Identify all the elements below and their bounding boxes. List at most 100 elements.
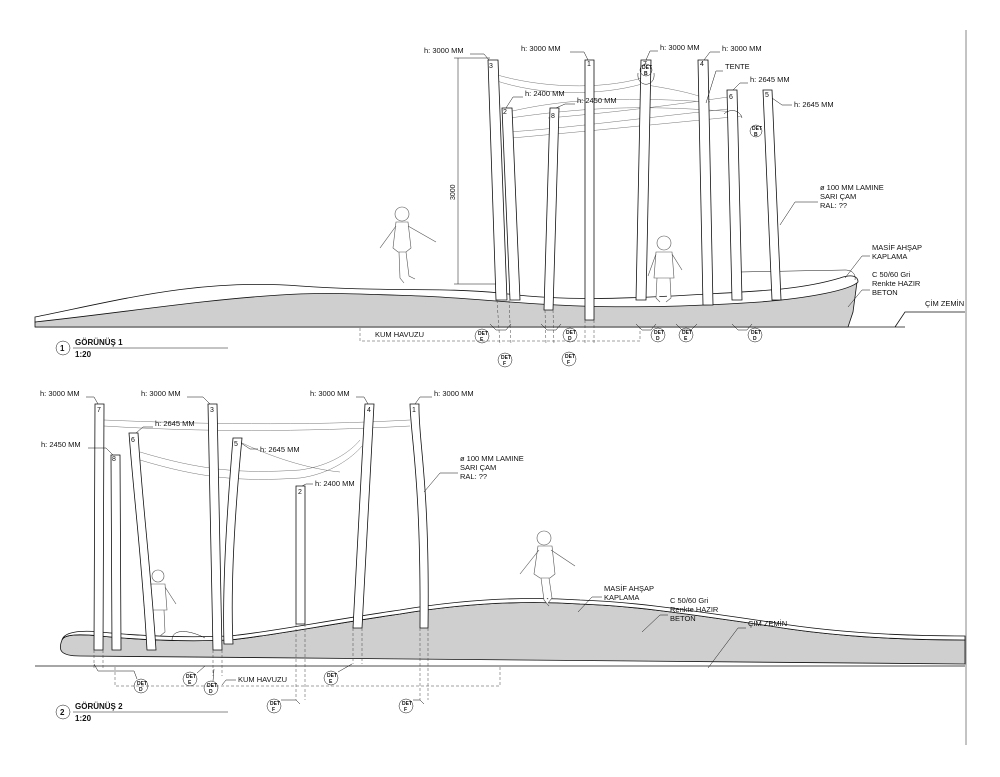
- svg-text:BETON: BETON: [872, 288, 898, 297]
- svg-text:DET: DET: [137, 681, 147, 687]
- height-leader-1-p6: [732, 82, 748, 91]
- pole-number-1-p5: 5: [765, 92, 769, 99]
- beton-note-2: C 50/60 Gri Renkte HAZIR BETON: [641, 596, 719, 633]
- grass-note-1: ÇİM ZEMİN: [925, 299, 964, 308]
- svg-text:SARI ÇAM: SARI ÇAM: [460, 463, 496, 472]
- masif-note-2: MASİF AHŞAP KAPLAMA: [577, 584, 654, 613]
- detail-callout-1-b1: DET B: [637, 63, 655, 85]
- detail-callout-1-d2: DET D: [635, 323, 666, 343]
- svg-text:F: F: [503, 361, 506, 367]
- lamine-note-1: ø 100 MM LAMINE SARI ÇAM RAL: ??: [779, 183, 884, 226]
- child-figure-1a: [379, 206, 437, 284]
- svg-text:Renkte HAZIR: Renkte HAZIR: [670, 605, 719, 614]
- view-1-elevation: 3 1 7 4 2 8 6 5 h: 3000 MM h: 3000 MM h:…: [34, 43, 965, 368]
- sand-pit-leader-2: [221, 679, 236, 686]
- grass-note-2: ÇİM ZEMİN: [707, 619, 787, 669]
- svg-text:2: 2: [60, 708, 65, 717]
- sand-pit-note-1: KUM HAVUZU: [375, 330, 424, 339]
- svg-text:1:20: 1:20: [75, 350, 92, 359]
- height-leader-2-p2: [301, 483, 313, 487]
- svg-text:Renkte HAZIR: Renkte HAZIR: [872, 279, 921, 288]
- height-leader-2-p7: [86, 396, 99, 405]
- sand-pit-hidden-1: [359, 328, 641, 342]
- svg-text:C 50/60 Gri: C 50/60 Gri: [872, 270, 911, 279]
- height-label-2-p8: h: 2450 MM: [41, 440, 81, 449]
- height-label-2-p2: h: 2400 MM: [315, 479, 355, 488]
- svg-text:ø 100 MM LAMINE: ø 100 MM LAMINE: [460, 454, 524, 463]
- svg-text:ø 100 MM LAMINE: ø 100 MM LAMINE: [820, 183, 884, 192]
- pole-number-1-p6: 6: [729, 94, 733, 101]
- height-leader-1-p2: [505, 96, 523, 109]
- height-label-2-p5: h: 2645 MM: [260, 445, 300, 454]
- poles-1: [487, 59, 782, 346]
- svg-text:F: F: [404, 707, 407, 713]
- svg-text:RAL: ??: RAL: ??: [820, 201, 847, 210]
- height-leader-1-p7: [645, 50, 658, 61]
- slide-shape-2: [171, 631, 206, 641]
- tent-leader-1: [705, 70, 723, 104]
- svg-text:B: B: [644, 71, 648, 77]
- svg-text:ÇİM ZEMİN: ÇİM ZEMİN: [748, 619, 787, 628]
- svg-text:DET: DET: [566, 330, 576, 336]
- child-figure-1b: [647, 235, 683, 303]
- height-label-1-p8: h: 2450 MM: [577, 96, 617, 105]
- detail-callout-1-e2: DET E: [675, 323, 698, 343]
- detail-callout-2-f2: DET F: [398, 698, 425, 714]
- detail-callout-1-f1: DET F: [497, 352, 513, 368]
- svg-text:E: E: [480, 337, 484, 343]
- grass-ground-line-1: [894, 311, 965, 328]
- svg-text:1:20: 1:20: [75, 714, 92, 723]
- pole-number-1-p2: 2: [503, 109, 507, 116]
- dim-vertical-text-1: 3000: [450, 184, 457, 200]
- svg-text:D: D: [209, 689, 213, 695]
- height-leader-2-p8: [88, 447, 114, 456]
- pole-number-2-p2: 2: [298, 489, 302, 496]
- svg-text:DET: DET: [752, 126, 762, 132]
- svg-text:GÖRÜNÜŞ 2: GÖRÜNÜŞ 2: [75, 702, 123, 711]
- height-leader-2-p1: [414, 396, 432, 405]
- detail-callout-2-e2: DET E: [323, 663, 353, 686]
- height-leader-2-p6: [135, 426, 153, 434]
- svg-text:BETON: BETON: [670, 614, 696, 623]
- detail-callout-2-d1: DET D: [93, 663, 149, 694]
- svg-text:RAL: ??: RAL: ??: [460, 472, 487, 481]
- svg-text:F: F: [272, 707, 275, 713]
- view-title-2: 2 GÖRÜNÜŞ 2 1:20: [55, 702, 228, 723]
- detail-callout-1-f2: DET F: [561, 351, 577, 367]
- view-2-elevation: 7 3 4 1 6 8 5 2 h: 3000 MM h: 3000 MM h:…: [35, 389, 966, 723]
- height-label-1-p1: h: 3000 MM: [521, 44, 561, 53]
- height-leader-1-p8: [555, 103, 575, 109]
- sand-pit-rim-1: [739, 269, 856, 281]
- pole-number-1-p7: 7: [643, 61, 647, 68]
- svg-text:D: D: [656, 336, 660, 342]
- masif-note-1: MASİF AHŞAP KAPLAMA: [844, 243, 922, 279]
- height-label-1-p5: h: 2645 MM: [794, 100, 834, 109]
- beton-note-1: C 50/60 Gri Renkte HAZIR BETON: [847, 270, 921, 308]
- height-leader-1-p5: [771, 97, 792, 106]
- svg-text:DET: DET: [501, 355, 511, 361]
- pole-number-2-p3: 3: [210, 407, 214, 414]
- height-leader-2-p3: [187, 396, 211, 405]
- pole-number-1-p4: 4: [700, 61, 704, 68]
- svg-text:DET: DET: [327, 673, 337, 679]
- pole-number-2-p1: 1: [412, 407, 416, 414]
- wood-cladding-2: [61, 598, 966, 642]
- height-label-2-p6: h: 2645 MM: [155, 419, 195, 428]
- svg-text:KAPLAMA: KAPLAMA: [872, 252, 907, 261]
- svg-text:F: F: [567, 360, 570, 366]
- pole-number-2-p4: 4: [367, 407, 371, 414]
- detail-callout-2-e1: DET E: [182, 665, 206, 687]
- svg-text:SARI ÇAM: SARI ÇAM: [820, 192, 856, 201]
- svg-text:DET: DET: [207, 683, 217, 689]
- height-label-2-p4: h: 3000 MM: [310, 389, 350, 398]
- height-label-2-p1: h: 3000 MM: [434, 389, 474, 398]
- child-figure-2a: [519, 530, 576, 607]
- wood-cladding-1: [34, 275, 859, 323]
- height-leader-1-p1: [570, 51, 589, 61]
- height-leader-2-p5: [240, 442, 258, 450]
- pole-number-1-p8: 8: [551, 113, 555, 120]
- svg-text:1: 1: [60, 344, 65, 353]
- pole-number-1-p1: 1: [587, 61, 591, 68]
- pole-number-1-p3: 3: [489, 63, 493, 70]
- detail-callout-2-f1: DET F: [266, 698, 301, 714]
